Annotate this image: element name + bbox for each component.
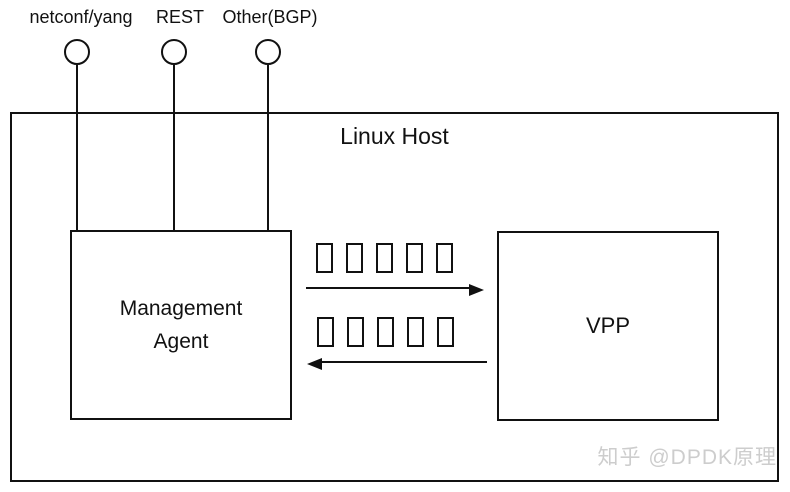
interface-port-circle-other-bgp (255, 39, 281, 65)
management-agent-label-line-1: Management (119, 297, 243, 320)
queue-slot (407, 317, 424, 347)
queue-slot (347, 317, 364, 347)
management-agent-label: Management Agent (120, 292, 243, 358)
queue-slot (377, 317, 394, 347)
interface-connector-line-rest (173, 65, 175, 231)
interface-label-netconf-yang: netconf/yang (29, 7, 133, 27)
message-queue-to-vpp (316, 243, 453, 273)
queue-slot (346, 243, 363, 273)
vpp-label: VPP (585, 313, 631, 338)
linux-host-title: Linux Host (340, 123, 449, 149)
interface-port-circle-rest (161, 39, 187, 65)
interface-label-rest: REST (155, 7, 205, 27)
queue-slot (436, 243, 453, 273)
interface-port-circle-netconf-yang (64, 39, 90, 65)
interface-connector-line-other-bgp (267, 65, 269, 231)
zhihu-watermark: 知乎 @DPDK原理 (597, 446, 777, 469)
interface-connector-line-netconf-yang (76, 65, 78, 231)
vpp-box: VPP (497, 231, 719, 421)
linux-host-box (10, 112, 779, 482)
management-agent-label-line-2: Agent (153, 330, 209, 353)
arrow-right-icon (306, 284, 484, 296)
queue-slot (376, 243, 393, 273)
interface-label-other-bgp: Other(BGP) (222, 7, 318, 27)
queue-slot (437, 317, 454, 347)
queue-slot (316, 243, 333, 273)
queue-slot (317, 317, 334, 347)
queue-slot (406, 243, 423, 273)
message-queue-to-agent (317, 317, 454, 347)
management-agent-box: Management Agent (70, 230, 292, 420)
arrow-left-icon (307, 358, 487, 370)
